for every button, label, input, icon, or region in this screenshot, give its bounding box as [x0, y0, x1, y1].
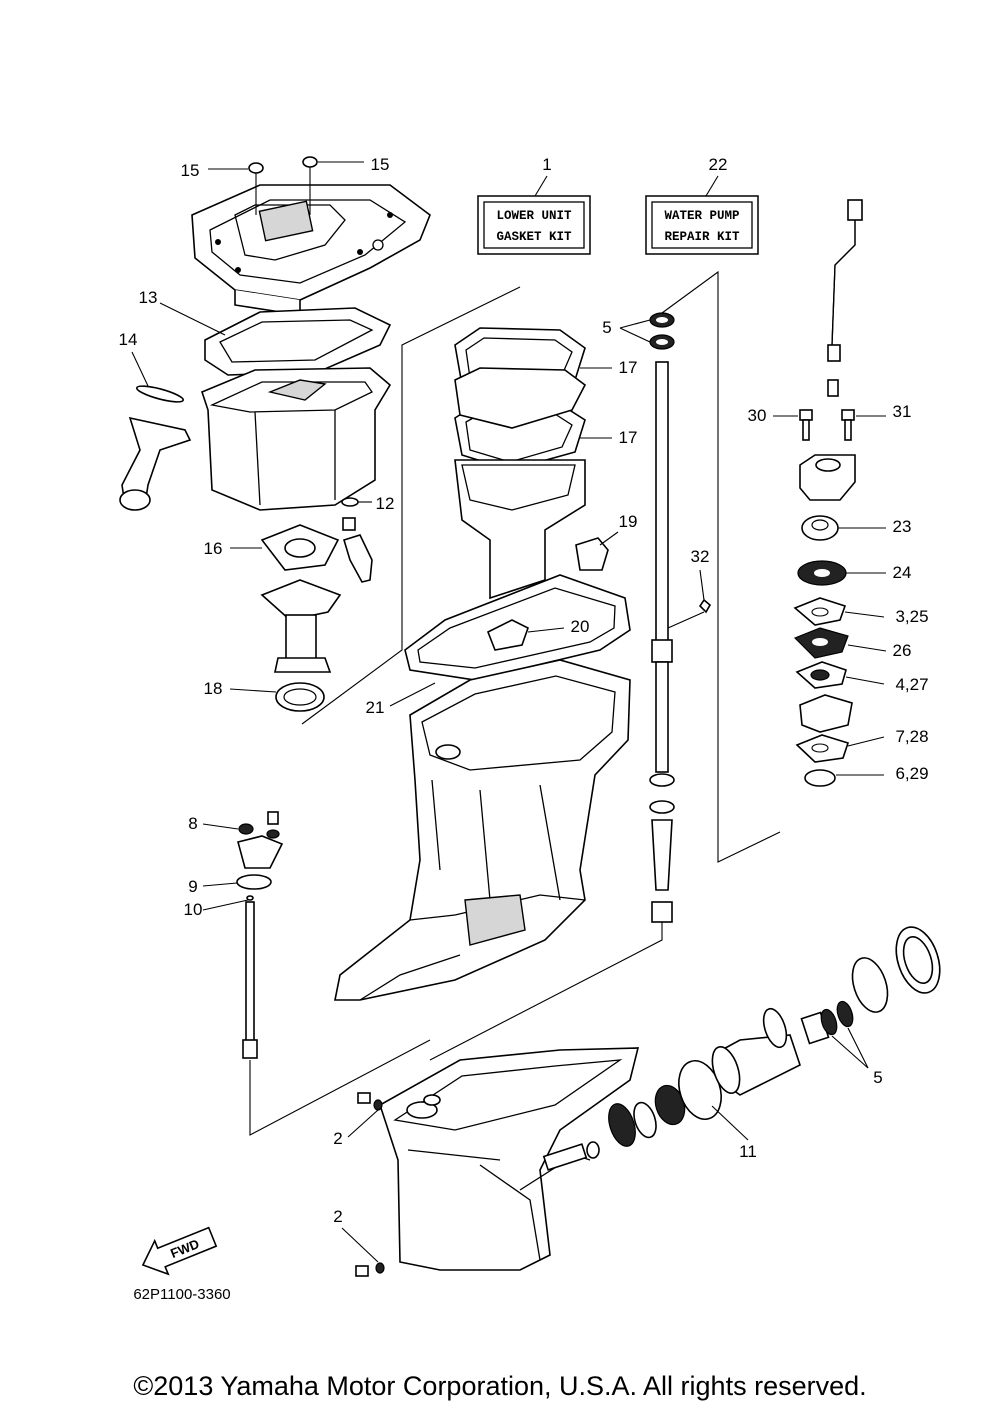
- kit-1-line2: GASKET KIT: [496, 230, 572, 244]
- callout-22: 22: [709, 155, 728, 174]
- callout-15-right: 15: [371, 155, 390, 174]
- callout-24: 24: [893, 563, 912, 582]
- water-pump-repair-kit: 22 WATER PUMP REPAIR KIT: [645, 155, 759, 255]
- callout-4-27: 4,27: [895, 675, 928, 694]
- gasket-13: [204, 307, 392, 376]
- lower-unit-gasket-kit: 1 LOWER UNIT GASKET KIT: [477, 155, 591, 255]
- callout-31: 31: [893, 402, 912, 421]
- shift-rod: [242, 901, 258, 1059]
- fwd-arrow: FWD: [141, 1226, 218, 1276]
- exhaust-manifold: [454, 367, 587, 429]
- pin-32: [698, 598, 712, 614]
- oring-12: [341, 497, 359, 507]
- impeller-24: [797, 560, 847, 586]
- callout-9: 9: [188, 877, 197, 896]
- callout-7-28: 7,28: [895, 727, 928, 746]
- diagram-code: 62P1100-3360: [133, 1286, 230, 1303]
- water-tube: [827, 199, 863, 397]
- callout-5-bottom: 5: [873, 1068, 882, 1087]
- copyright-notice: ©2013 Yamaha Motor Corporation, U.S.A. A…: [133, 1371, 867, 1401]
- callout-15-left: 15: [181, 161, 200, 180]
- callout-1: 1: [542, 155, 551, 174]
- pump-case: [799, 694, 853, 733]
- callout-10: 10: [184, 900, 203, 919]
- callout-16: 16: [204, 539, 223, 558]
- callout-2-lower: 2: [333, 1207, 342, 1226]
- callout-18: 18: [204, 679, 223, 698]
- bolt-30: [799, 409, 813, 441]
- callout-19: 19: [619, 512, 638, 531]
- callout-17-lower: 17: [619, 428, 638, 447]
- callout-12: 12: [376, 494, 395, 513]
- callout-17-upper: 17: [619, 358, 638, 377]
- seal-20: [486, 619, 529, 651]
- propeller-shaft-gears: [542, 1084, 686, 1171]
- kit-22-line1: WATER PUMP: [664, 209, 739, 223]
- callout-20: 20: [571, 617, 590, 636]
- pump-housing: [799, 454, 856, 501]
- kit-1-line1: LOWER UNIT: [496, 209, 572, 223]
- kit-22-line2: REPAIR KIT: [664, 230, 740, 244]
- bolt-31: [841, 409, 855, 441]
- oil-pan: [201, 367, 392, 511]
- drive-shaft: [649, 361, 675, 923]
- callout-3-25: 3,25: [895, 607, 928, 626]
- upper-casing: [334, 659, 631, 1001]
- callout-8: 8: [188, 814, 197, 833]
- callout-11: 11: [739, 1142, 757, 1161]
- callout-14: 14: [119, 330, 138, 349]
- bearing-housing: [711, 1007, 830, 1096]
- callout-26: 26: [893, 641, 912, 660]
- plug-2-upper: [357, 1092, 383, 1111]
- gasket-14: [135, 385, 185, 403]
- callout-30: 30: [748, 406, 767, 425]
- callout-13: 13: [139, 288, 158, 307]
- seal-5-lower-b: [836, 1000, 854, 1028]
- callout-21: 21: [366, 698, 385, 717]
- exhaust-pipe-assembly: [260, 579, 342, 673]
- callout-32: 32: [691, 547, 710, 566]
- callout-2-upper: 2: [333, 1129, 342, 1148]
- plate-6-29: [804, 769, 836, 787]
- bushing-8: [238, 823, 254, 835]
- oring-9: [236, 874, 272, 890]
- callout-23: 23: [893, 517, 912, 536]
- exhaust-guide-assembly: [191, 184, 431, 316]
- plug-2-lower: [355, 1262, 385, 1277]
- rubber-seal-19: [575, 537, 609, 571]
- callout-6-29: 6,29: [895, 764, 928, 783]
- ring-nut: [851, 926, 941, 1013]
- seal-5-lower-a: [820, 1008, 838, 1036]
- lower-casing: [379, 1047, 640, 1271]
- callout-5-top: 5: [602, 318, 611, 337]
